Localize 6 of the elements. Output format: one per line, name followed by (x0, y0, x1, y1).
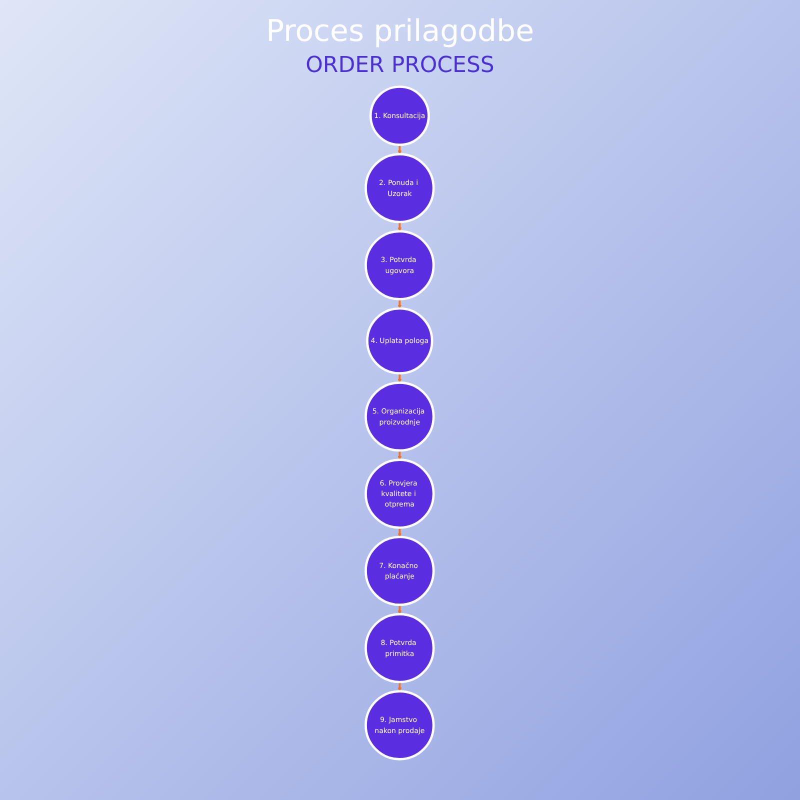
arrow (398, 373, 402, 383)
subtitle: ORDER PROCESS (304, 53, 496, 78)
arrow (398, 144, 402, 154)
arrow (398, 528, 402, 538)
arrow (398, 604, 402, 614)
arrow (398, 299, 402, 309)
